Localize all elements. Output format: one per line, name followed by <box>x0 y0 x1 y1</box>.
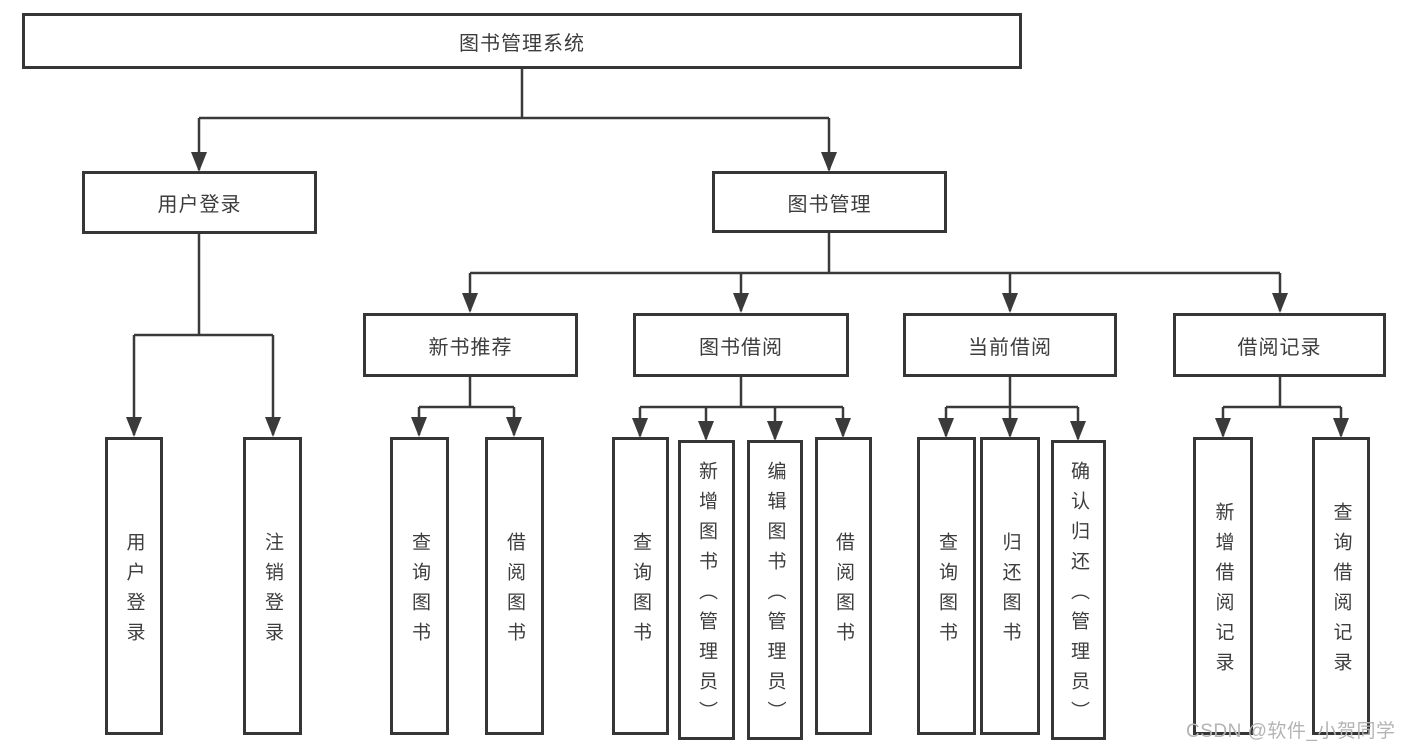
arrowhead-down-icon <box>767 421 783 441</box>
node-label: 新书推荐 <box>428 336 513 359</box>
node-root: 图书管理系统 <box>22 13 1022 69</box>
arrowhead-down-icon <box>835 418 851 438</box>
arrowhead-down-icon <box>1333 418 1349 438</box>
node-cb-query: 查询图书 <box>917 437 976 735</box>
node-label: 借阅图书 <box>833 531 854 652</box>
node-label: 借阅记录 <box>1237 336 1322 359</box>
node-label: 确认归还（管理员） <box>1068 460 1089 731</box>
node-label: 编辑图书（管理员） <box>764 460 786 731</box>
node-bb-edit: 编辑图书（管理员） <box>747 440 803 740</box>
node-cb-return: 归还图书 <box>980 437 1040 735</box>
node-label: 新增借阅记录 <box>1212 501 1234 682</box>
node-label: 查询借阅记录 <box>1330 501 1352 682</box>
arrowhead-down-icon <box>1070 421 1086 441</box>
node-bb-borrow: 借阅图书 <box>815 437 872 735</box>
node-cb-confirm: 确认归还（管理员） <box>1051 440 1106 740</box>
node-nr-query: 查询图书 <box>390 437 449 735</box>
node-borrow-records: 借阅记录 <box>1173 313 1386 377</box>
node-nr-borrow: 借阅图书 <box>485 437 544 735</box>
node-label: 当前借阅 <box>968 336 1052 359</box>
node-book-mgmt: 图书管理 <box>712 171 947 233</box>
node-new-book-rec: 新书推荐 <box>363 313 578 377</box>
node-label: 注销登录 <box>262 531 283 652</box>
arrowhead-down-icon <box>938 418 954 438</box>
node-user-login: 用户登录 <box>82 171 317 234</box>
arrowhead-down-icon <box>126 417 142 437</box>
node-bb-query: 查询图书 <box>612 437 669 735</box>
watermark: CSDN @软件_小贺同学 <box>1186 721 1396 742</box>
arrowhead-down-icon <box>411 417 427 437</box>
node-label: 查询图书 <box>409 531 430 652</box>
node-book-borrow: 图书借阅 <box>633 313 849 377</box>
node-label: 查询图书 <box>936 531 957 652</box>
node-label: 新增图书（管理员） <box>696 460 717 731</box>
node-ul-login: 用户登录 <box>105 437 163 735</box>
node-ul-logout: 注销登录 <box>243 437 302 735</box>
arrowhead-down-icon <box>1272 293 1288 313</box>
arrowhead-down-icon <box>632 418 648 438</box>
node-br-add: 新增借阅记录 <box>1193 437 1253 735</box>
node-label: 查询图书 <box>630 531 651 652</box>
node-bb-add: 新增图书（管理员） <box>678 440 735 740</box>
arrowhead-down-icon <box>733 293 749 313</box>
arrowhead-down-icon <box>1002 293 1018 313</box>
arrowhead-down-icon <box>1002 418 1018 438</box>
node-label: 借阅图书 <box>504 531 525 652</box>
arrowhead-down-icon <box>265 417 281 437</box>
node-label: 用户登录 <box>157 194 242 216</box>
arrowhead-down-icon <box>821 152 837 172</box>
node-label: 图书借阅 <box>699 336 783 359</box>
node-label: 图书管理系统 <box>459 32 585 55</box>
node-br-query: 查询借阅记录 <box>1312 437 1370 735</box>
arrowhead-down-icon <box>698 421 714 441</box>
node-label: 归还图书 <box>999 531 1021 652</box>
node-label: 用户登录 <box>123 531 145 652</box>
arrowhead-down-icon <box>506 417 522 437</box>
node-current-borrow: 当前借阅 <box>903 313 1117 377</box>
arrowhead-down-icon <box>1215 418 1231 438</box>
arrowhead-down-icon <box>191 152 207 172</box>
node-label: 图书管理 <box>787 193 872 216</box>
arrowhead-down-icon <box>462 293 478 313</box>
